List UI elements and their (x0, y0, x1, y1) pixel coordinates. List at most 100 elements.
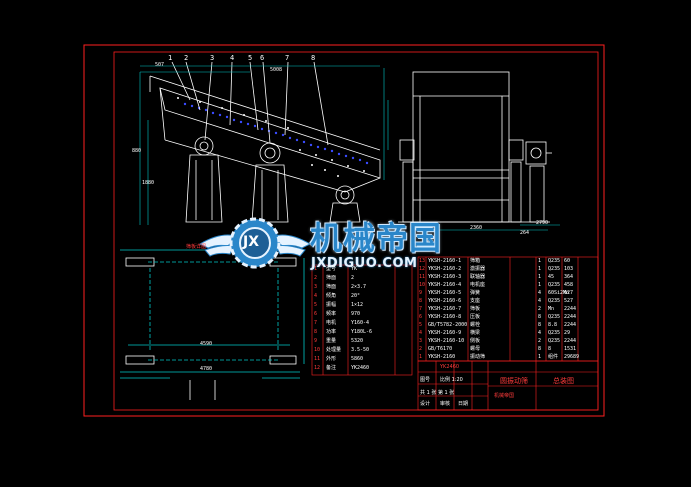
parts-list-cell-no: 6 (419, 314, 423, 320)
exciter-wheel-right (335, 185, 355, 205)
outer-frame (83, 44, 605, 417)
tech-table-cell-name: 处理量 (326, 347, 342, 353)
parts-list-cell-qty: 1 (538, 258, 542, 264)
callout-2: 2 (184, 54, 189, 62)
parts-list-cell-mass: 1531 (564, 346, 577, 352)
tech-table-cell-no: 9 (314, 338, 318, 344)
parts-list-cell-mat: 组件 (548, 354, 559, 360)
parts-list-cell-mass: 60 (564, 258, 571, 264)
parts-list-cell-qty: 8 (538, 346, 542, 352)
dim-left-a: 880 (132, 148, 142, 154)
parts-list-cell-code: YKSH-2160-5 (428, 290, 462, 296)
parts-list-cell-mat: 8 (548, 346, 552, 352)
parts-list-cell-no: 2 (419, 346, 423, 352)
parts-list-cell-name: 侧板 (470, 338, 481, 344)
dim-plan-width: 4590 (200, 341, 213, 347)
tech-table-cell-name: 功率 (326, 329, 337, 335)
tech-table-cell-no: 11 (314, 356, 321, 362)
title-drawing-title: 总装图 (553, 377, 574, 385)
parts-list-cell-code: YKSH-2160-8 (428, 314, 462, 320)
parts-list-cell-mass: 2244 (564, 306, 577, 312)
exciter-wheel-mid (259, 142, 281, 164)
parts-list-cell-mat: Q235 (548, 266, 561, 272)
parts-list-cell-qty: 8 (538, 322, 542, 328)
tech-table-cell-no: 7 (314, 320, 318, 326)
dim-plan-total: 4780 (200, 366, 213, 372)
screen-deck-white-dots (177, 97, 365, 177)
parts-list-cell-name: 电机座 (470, 282, 486, 288)
parts-list-cell-qty: 1 (538, 274, 542, 280)
tech-table-cell-value: 3.5-50 (351, 347, 370, 353)
parts-list-cell-code: YKSH-2160-9 (428, 330, 462, 336)
parts-list-cell-mass: 29689 (564, 354, 580, 360)
front-elevation-view (149, 61, 381, 223)
parts-list-cell-mat: Q235 (548, 314, 561, 320)
parts-list-cell-no: 9 (419, 290, 423, 296)
tech-table-cell-name: 筛面 (326, 284, 337, 290)
tech-table-cell-no: 2 (314, 275, 318, 281)
parts-list-cell-code: GB/T6170 (428, 346, 453, 352)
parts-list-cell-no: 8 (419, 298, 423, 304)
tech-table-cell-value: 2×3.7 (351, 284, 367, 290)
tech-table-cell-no: 4 (314, 293, 318, 299)
parts-list-cell-name: 螺栓 (470, 322, 481, 328)
parts-list-cell-code: YKSH-2160-1 (428, 258, 462, 264)
parts-list-cell-name: 支座 (470, 298, 481, 304)
parts-list-cell-qty: 4 (538, 298, 542, 304)
title-line3: 共 1 张 第 1 张 (420, 390, 455, 396)
tech-table-cell-value: 20° (351, 293, 361, 299)
tech-table-grid (311, 264, 413, 376)
tech-table-cell-name: 重量 (326, 338, 337, 344)
parts-list-cell-no: 12 (419, 266, 426, 272)
parts-list-cell-code: YKSH-2160-7 (428, 306, 462, 312)
parts-list-cell-mass: 627 (564, 290, 574, 296)
watermark-logo-letters: JX (243, 234, 260, 250)
exciter-wheel-left (194, 136, 214, 156)
watermark-en-text: JXDIGUO.COM (311, 256, 418, 271)
parts-list-cell-name: 联轴器 (470, 274, 486, 280)
callout-1: 1 (168, 54, 173, 62)
parts-list-cell-mass: 103 (564, 266, 574, 272)
title-line4: 设计 (420, 401, 431, 407)
screen-deck-dots (183, 102, 369, 165)
parts-list-cell-name: 激振器 (470, 266, 486, 272)
title-block-grid (417, 360, 599, 411)
parts-list-cell-no: 7 (419, 306, 423, 312)
tech-table-cell-value: 1×12 (351, 302, 364, 308)
tech-table-cell-no: 5 (314, 302, 318, 308)
tech-table-cell-value: 5860 (351, 356, 364, 362)
parts-list-cell-qty: 2 (538, 306, 542, 312)
parts-list-cell-mat: 60Si2Mn (548, 290, 570, 296)
parts-list-cell-qty: 8 (538, 314, 542, 320)
parts-list-cell-mat: Q235 (548, 258, 561, 264)
parts-list-cell-qty: 4 (538, 290, 542, 296)
parts-list-cell-no: 1 (419, 354, 423, 360)
tech-table-cell-no: 3 (314, 284, 318, 290)
title-line6: 日期 (458, 401, 469, 407)
tech-table-cell-value: 970 (351, 311, 361, 317)
parts-list-cell-mass: 2244 (564, 322, 577, 328)
tech-table-cell-name: 备注 (326, 365, 337, 371)
parts-list-cell-qty: 2 (538, 338, 542, 344)
inner-frame (113, 51, 599, 411)
parts-list-cell-mass: 458 (564, 282, 574, 288)
parts-list-cell-no: 13 (419, 258, 426, 264)
parts-list-cell-code: YKSH-2160-2 (428, 266, 462, 272)
parts-list-cell-name: 筛箱 (470, 258, 481, 264)
parts-list-cell-qty: 4 (538, 330, 542, 336)
tech-table-cell-name: 频率 (326, 311, 337, 317)
parts-list-cell-qty: 1 (538, 354, 542, 360)
support-leg-right (329, 202, 361, 223)
watermark-logo (198, 217, 312, 269)
callout-5: 5 (248, 54, 253, 62)
callout-7: 7 (285, 54, 290, 62)
tech-table-cell-name: 型号 (326, 266, 337, 272)
tech-table-cell-no: 6 (314, 311, 318, 317)
parts-list-cell-mass: 29 (564, 330, 571, 336)
dim-side-depth: 2790 (536, 220, 549, 226)
parts-list-cell-code: YKSH-2160-3 (428, 274, 462, 280)
title-product-name: 圆振动筛 (500, 377, 528, 385)
motor-body (525, 141, 547, 165)
tech-table-cell-name: 振幅 (326, 302, 337, 308)
parts-list-cell-code: YKSH-2160-10 (428, 338, 465, 344)
